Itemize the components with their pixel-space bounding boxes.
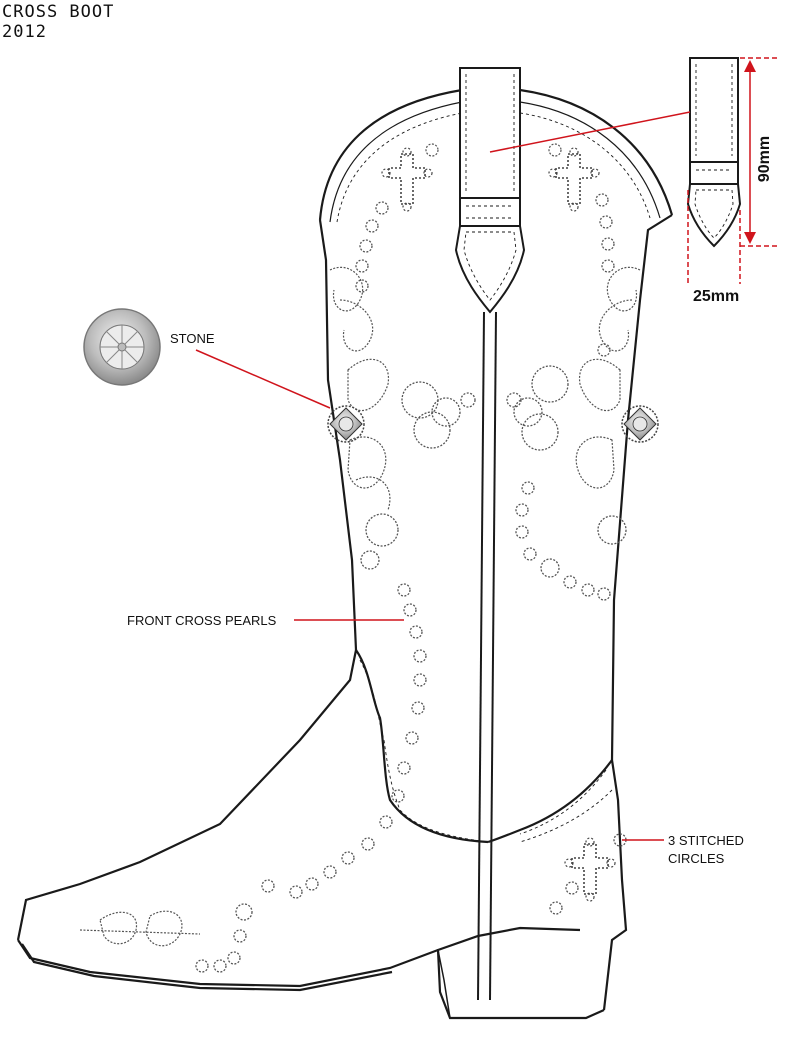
concho-left — [327, 405, 365, 443]
document-title: CROSS BOOT 2012 — [2, 2, 114, 42]
pearls — [195, 193, 627, 973]
title-name: CROSS BOOT — [2, 2, 115, 22]
callout-stitched-line2: CIRCLES — [668, 851, 725, 866]
dimension-width: 25mm — [693, 288, 740, 305]
cross-icon-right — [548, 147, 600, 212]
dimension-height: 90mm — [756, 135, 774, 183]
pull-strap — [454, 67, 526, 1001]
cross-icon-left — [381, 147, 433, 212]
strap-detail — [686, 57, 742, 248]
callout-front-cross-pearls: FRONT CROSS PEARLS — [127, 613, 277, 628]
callout-stitched-circles: 3 STITCHED CIRCLES — [668, 832, 744, 868]
cross-icon-heel — [564, 837, 616, 902]
stone-swatch — [83, 308, 161, 386]
callout-stone: STONE — [170, 331, 215, 346]
dimension-lines — [687, 57, 780, 284]
boot-outline — [16, 88, 674, 1020]
floral-ornaments — [79, 266, 641, 947]
callout-lines — [195, 111, 691, 841]
concho-right — [621, 405, 659, 443]
callout-stitched-line1: 3 STITCHED — [668, 833, 744, 848]
title-year: 2012 — [2, 22, 47, 42]
